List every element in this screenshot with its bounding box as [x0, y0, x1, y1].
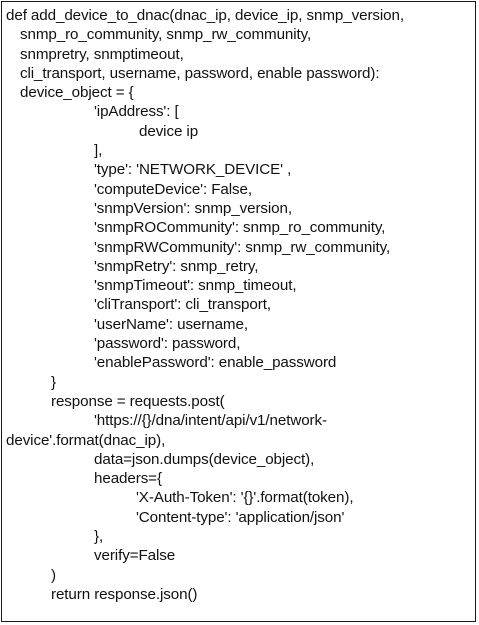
code-line-13: 'snmpRWCommunity': snmp_rw_community, [94, 238, 391, 256]
code-line-3: snmpretry, snmptimeout, [20, 45, 184, 63]
code-line-6: 'ipAddress': [ [94, 103, 179, 121]
code-line-26: 'X-Auth-Token': '{}'.format(token), [136, 489, 354, 507]
code-line-22: 'https://{}/dna/intent/api/v1/network- [94, 412, 327, 430]
code-line-17: 'userName': username, [94, 315, 248, 333]
code-line-9: 'type': 'NETWORK_DEVICE' , [94, 161, 292, 179]
code-line-16: 'cliTransport': cli_transport, [94, 296, 271, 314]
code-line-20: } [51, 373, 56, 391]
code-line-28: }, [94, 528, 104, 546]
code-line-14: 'snmpRetry': snmp_retry, [94, 257, 259, 275]
code-line-4: cli_transport, username, password, enabl… [20, 64, 380, 82]
code-line-21: response = requests.post( [51, 392, 225, 410]
code-line-11: 'snmpVersion': snmp_version, [94, 199, 292, 217]
code-line-15: 'snmpTimeout': snmp_timeout, [94, 277, 297, 295]
code-line-5: device_object = { [20, 84, 134, 102]
code-line-2: snmp_ro_community, snmp_rw_community, [20, 26, 312, 44]
code-line-30: ) [51, 566, 56, 584]
code-listing: def add_device_to_dnac(dnac_ip, device_i… [2, 6, 477, 604]
code-line-29: verify=False [94, 547, 176, 565]
code-line-18: 'password': password, [94, 335, 241, 353]
code-line-24: data=json.dumps(device_object), [94, 450, 315, 468]
code-line-1: def add_device_to_dnac(dnac_ip, device_i… [6, 7, 404, 24]
code-line-12: 'snmpROCommunity': snmp_ro_community, [94, 219, 386, 237]
code-line-31: return response.json() [51, 585, 198, 603]
code-line-19: 'enablePassword': enable_password [94, 354, 337, 372]
code-line-8: ], [94, 142, 103, 160]
code-line-25: headers={ [94, 470, 162, 488]
code-line-23: device'.format(dnac_ip), [6, 431, 166, 449]
code-line-27: 'Content-type': 'application/json' [136, 508, 345, 526]
code-line-10: 'computeDevice': False, [94, 180, 252, 198]
code-line-7: device ip [139, 122, 199, 140]
